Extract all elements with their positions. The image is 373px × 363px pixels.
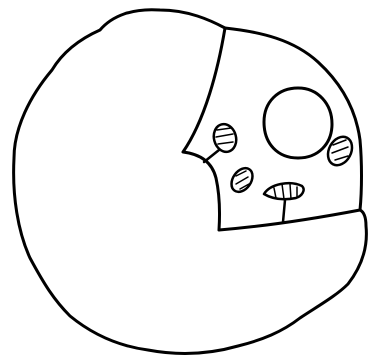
organelle-left-upper bbox=[204, 122, 239, 162]
outer-cell-outline bbox=[14, 10, 367, 354]
organelle-bottom bbox=[264, 183, 304, 222]
organelle-left-lower bbox=[227, 164, 257, 196]
cutaway-section bbox=[183, 28, 362, 230]
nucleus bbox=[264, 88, 332, 158]
